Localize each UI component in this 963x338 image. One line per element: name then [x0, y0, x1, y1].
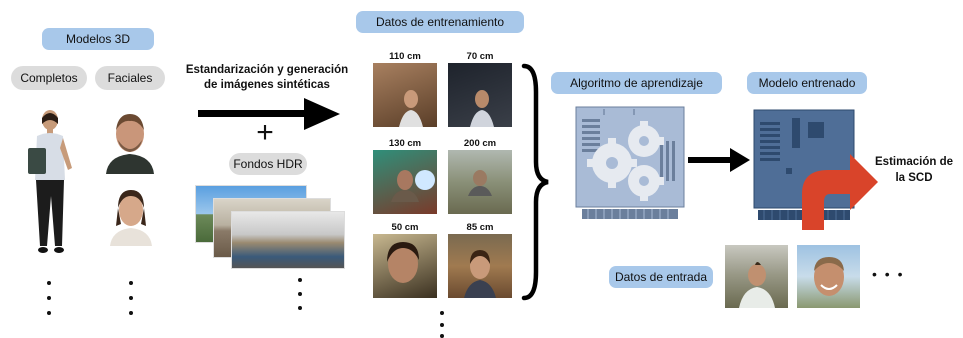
more-inputs-ellipsis: • • • [872, 266, 905, 282]
training-image [448, 63, 512, 127]
trained-model-title: Modelo entrenado [747, 72, 867, 94]
models-3d-title: Modelos 3D [42, 28, 154, 50]
hdr-panorama-front [231, 211, 345, 269]
distance-label: 130 cm [388, 138, 422, 149]
ellipsis-dot [440, 323, 444, 327]
face-model-female-image [110, 190, 152, 246]
learning-algorithm-title: Algoritmo de aprendizaje [551, 72, 722, 94]
ellipsis-dot [440, 334, 444, 338]
distance-label: 110 cm [389, 51, 421, 62]
ellipsis-dot [129, 311, 133, 315]
face-model-male-image [106, 114, 154, 174]
scd-estimation-line-2: la SCD [895, 172, 933, 184]
ellipsis-dot [129, 281, 133, 285]
distance-label: 70 cm [466, 51, 494, 62]
input-image [725, 245, 788, 308]
training-data-title: Datos de entrenamiento [356, 11, 524, 33]
algorithm-chip-gears-icon [575, 106, 685, 219]
input-image [797, 245, 860, 308]
hdr-backgrounds-label: Fondos HDR [229, 153, 307, 175]
ellipsis-dot [47, 311, 51, 315]
ellipsis-dot [298, 292, 302, 296]
ellipsis-dot [47, 296, 51, 300]
input-data-label: Datos de entrada [609, 266, 713, 288]
ellipsis-dot [298, 306, 302, 310]
plus-icon: + [256, 116, 274, 149]
distance-label: 85 cm [466, 222, 494, 233]
facial-models-label: Faciales [95, 66, 165, 90]
ellipsis-dot [440, 311, 444, 315]
distance-label: 50 cm [391, 222, 419, 233]
ellipsis-dot [129, 296, 133, 300]
right-arrow-icon [688, 148, 750, 172]
training-image [448, 150, 512, 214]
training-image [448, 234, 512, 298]
red-output-arrow-icon [802, 154, 878, 230]
training-image [373, 234, 437, 298]
training-image [373, 63, 437, 127]
training-image [373, 150, 437, 214]
full-body-model-image [28, 110, 72, 253]
ellipsis-dot [47, 281, 51, 285]
distance-label: 200 cm [463, 138, 497, 149]
scd-estimation-line-1: Estimación de [875, 156, 953, 168]
process-line-2: de imágenes sintéticas [204, 79, 330, 91]
ellipsis-dot [298, 278, 302, 282]
complete-models-label: Completos [11, 66, 87, 90]
right-arrow-icon [198, 98, 340, 130]
process-line-1: Estandarización y generación [185, 64, 349, 76]
curly-brace-icon [521, 63, 549, 301]
